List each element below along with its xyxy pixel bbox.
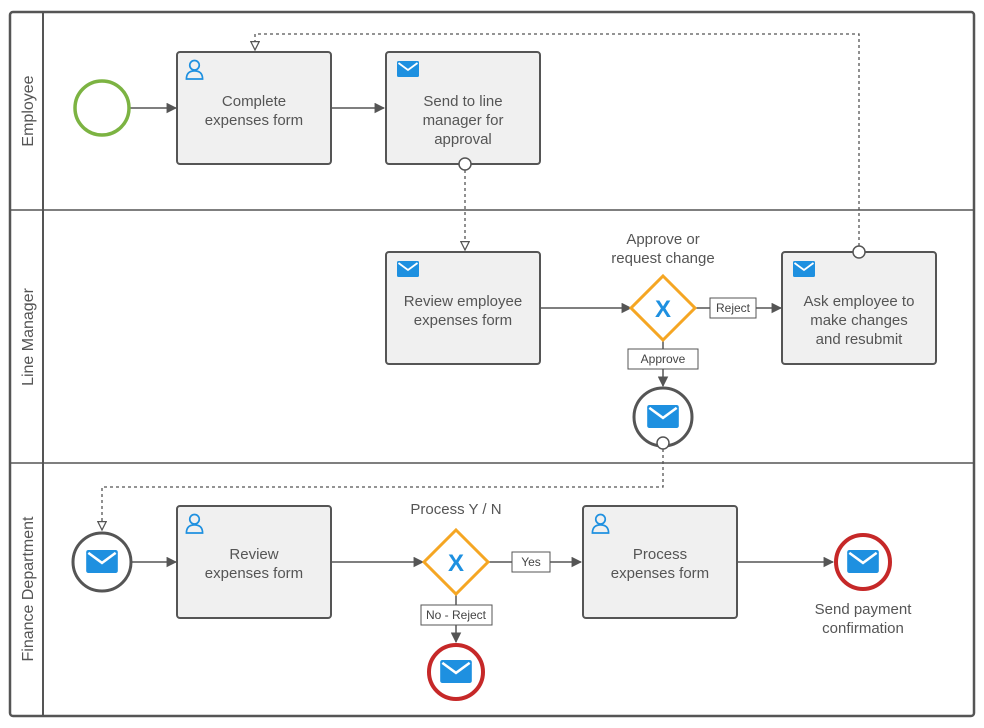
envelope-icon [440, 660, 472, 683]
message-start-event [71, 531, 133, 593]
exclusive-gateway-icon: X [448, 550, 464, 577]
end-event-label: confirmation [822, 620, 904, 637]
lane-label-line-manager: Line Manager [20, 287, 37, 386]
exclusive-gateway-approve[interactable]: X [628, 273, 698, 343]
task-label-line: manager for [423, 112, 504, 129]
condition-yes-label: Yes [511, 551, 551, 573]
envelope-icon [397, 61, 419, 77]
message-flow-source [852, 245, 866, 259]
envelope-icon [793, 261, 815, 277]
task-label-line: and resubmit [816, 331, 904, 348]
task-complete-expenses-form[interactable]: Complete expenses form [176, 51, 332, 165]
task-process-expenses-form[interactable]: Process expenses form [582, 505, 738, 619]
task-label-line: Review [229, 546, 278, 563]
task-label-line: expenses form [414, 312, 512, 329]
condition-approve-label: Approve [627, 348, 699, 370]
gateway-label: Approve or [626, 231, 699, 248]
message-flow-source [656, 436, 670, 450]
task-label-line: Process [633, 546, 687, 563]
task-label-line: expenses form [205, 112, 303, 129]
condition-text: Yes [521, 555, 541, 569]
task-ask-employee-to-resubmit[interactable]: Ask employee to make changes and resubmi… [781, 251, 937, 365]
message-flow-to-finance [102, 449, 664, 530]
task-label-line: Ask employee to [804, 293, 915, 310]
gateway-label: request change [611, 250, 714, 267]
condition-no-reject-label: No - Reject [420, 604, 493, 626]
task-label-line: Send to line [423, 93, 502, 110]
envelope-icon [647, 405, 679, 428]
envelope-icon [86, 550, 118, 573]
condition-text: No - Reject [426, 608, 487, 622]
task-finance-review-expenses-form[interactable]: Review expenses form [176, 505, 332, 619]
task-label-line: approval [434, 131, 492, 148]
envelope-icon [397, 261, 419, 277]
end-event-send-payment [834, 533, 892, 591]
task-label-line: Complete [222, 93, 286, 110]
condition-text: Reject [716, 301, 751, 315]
task-label-line: Review employee [404, 293, 522, 310]
task-send-to-line-manager[interactable]: Send to line manager for approval [385, 51, 541, 165]
message-flow-resubmit [255, 33, 860, 246]
lane-label-finance: Finance Department [20, 516, 37, 662]
end-event-reject [427, 643, 485, 701]
gateway-label: Process Y / N [410, 501, 501, 518]
condition-reject-label: Reject [709, 297, 757, 319]
task-review-employee-expenses-form[interactable]: Review employee expenses form [385, 251, 541, 365]
exclusive-gateway-icon: X [655, 296, 671, 323]
condition-text: Approve [641, 352, 686, 366]
end-event-label: Send payment [815, 601, 913, 618]
start-event [73, 79, 131, 137]
exclusive-gateway-process[interactable]: X [421, 527, 491, 597]
task-label-line: expenses form [205, 565, 303, 582]
message-flow-source [458, 157, 472, 171]
lane-label-employee: Employee [20, 75, 37, 146]
task-label-line: make changes [810, 312, 908, 329]
envelope-icon [847, 550, 879, 573]
task-label-line: expenses form [611, 565, 709, 582]
